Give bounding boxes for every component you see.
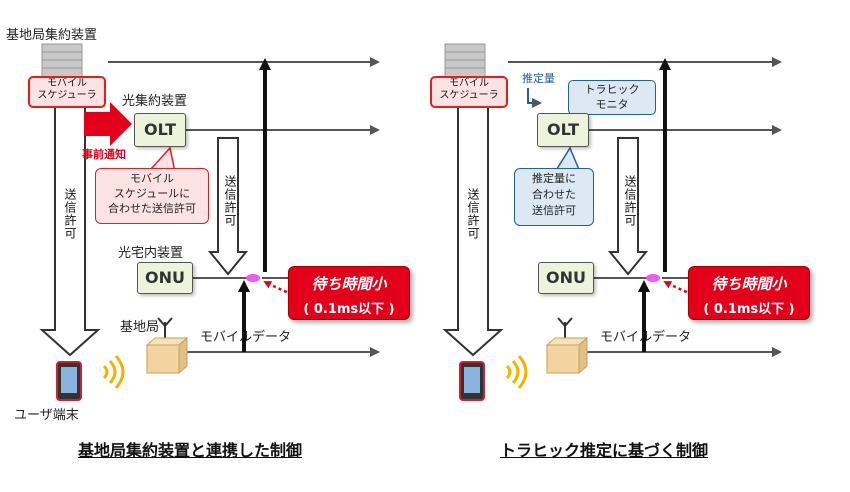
wait-time-sub: ( 0.1ms以下 ) <box>303 302 395 317</box>
olt-device-label: 光集約装置 <box>122 94 188 109</box>
onu-device-label: 光宅内装置 <box>118 246 184 261</box>
mobile-scheduler-right: モバイル スケジューラ <box>430 76 508 108</box>
olt-box-right: OLT <box>537 113 589 147</box>
wait-time-sub-right: ( 0.1ms以下 ) <box>703 302 795 317</box>
permit-down-arrow <box>39 104 101 357</box>
aggregator-label: 基地局集約装置 <box>6 28 98 43</box>
permit-down-label-right: 送信許可 <box>466 188 480 240</box>
base-station-label: 基地局 <box>120 320 160 335</box>
smartphone-icon <box>56 361 82 401</box>
notice-arrow <box>84 102 132 146</box>
wait-time-box-right: 待ち時間小 ( 0.1ms以下 ) <box>688 266 810 320</box>
permit-down-arrow-right <box>442 104 504 357</box>
estimate-callout: 推定量に 合わせた 送信許可 <box>514 168 594 226</box>
traffic-monitor: トラヒック モニタ <box>568 80 656 115</box>
mobile-data-label-right: モバイルデータ <box>600 330 692 345</box>
permit-olt-arrow <box>207 137 249 276</box>
permit-olt-arrow-right <box>607 137 649 276</box>
permit-olt-label: 送信許可 <box>223 175 237 227</box>
smartphone-icon-right <box>459 361 485 401</box>
wait-time-box: 待ち時間小 ( 0.1ms以下 ) <box>288 266 410 320</box>
wait-time-title: 待ち時間小 <box>311 275 387 293</box>
permit-down-label: 送信許可 <box>63 188 77 240</box>
buffer-ellipse <box>246 274 260 282</box>
buffer-ellipse-right <box>646 274 660 282</box>
olt-box: OLT <box>134 113 186 147</box>
server-rack-icon <box>41 43 83 79</box>
wireless-icon-right <box>505 355 528 389</box>
estimate-arrow <box>527 88 542 108</box>
right-caption: トラヒック推定に基づく制御 <box>500 441 709 460</box>
onu-box-right: ONU <box>538 262 594 294</box>
user-terminal-label: ユーザ端末 <box>14 408 79 423</box>
wait-time-title-right: 待ち時間小 <box>711 275 787 293</box>
estimate-label: 推定量 <box>522 72 555 85</box>
onu-box: ONU <box>137 262 193 294</box>
permit-olt-label-right: 送信許可 <box>623 175 637 227</box>
base-station-icon <box>145 336 189 375</box>
mobile-scheduler: モバイル スケジューラ <box>28 76 106 108</box>
schedule-callout: モバイル スケジュールに 合わせた送信許可 <box>95 168 209 224</box>
notice-label: 事前通知 <box>82 148 126 161</box>
left-caption: 基地局集約装置と連携した制御 <box>78 441 303 460</box>
base-station-icon-right <box>545 336 589 375</box>
wireless-icon <box>102 355 125 389</box>
mobile-data-label: モバイルデータ <box>200 330 292 345</box>
server-rack-icon-right <box>444 43 486 79</box>
